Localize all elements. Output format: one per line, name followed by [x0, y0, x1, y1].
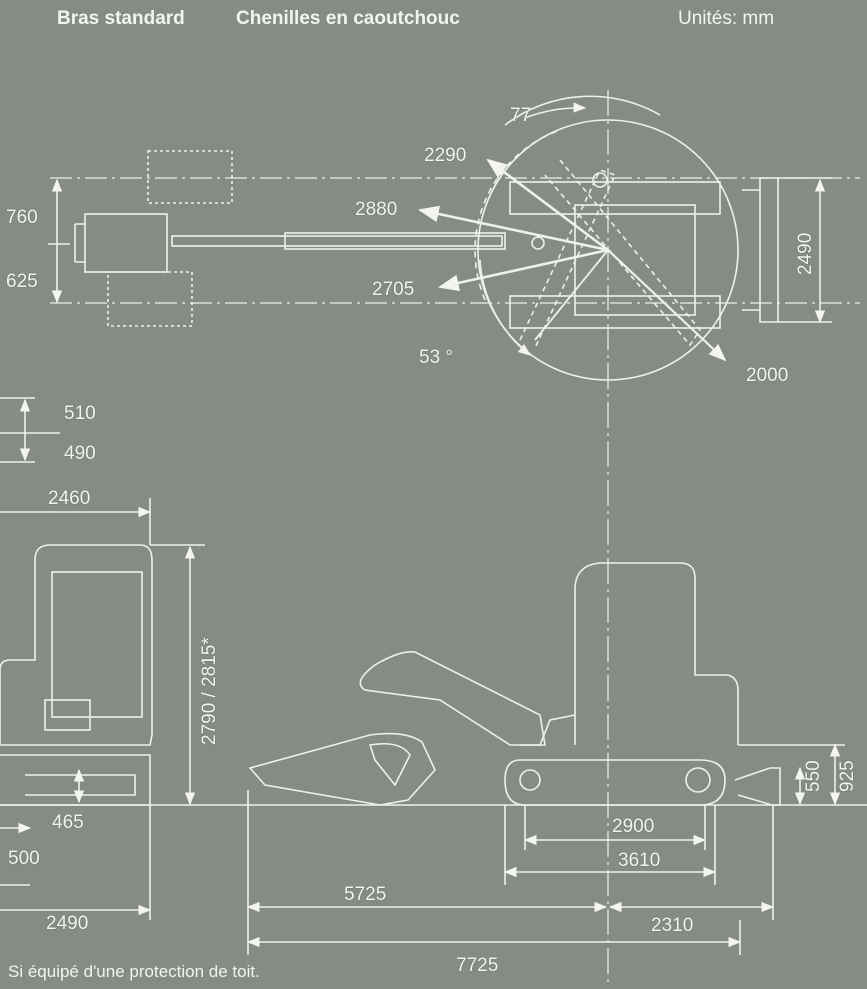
dim-5725: 5725	[344, 884, 387, 905]
dim-2900: 2900	[612, 816, 655, 837]
dim-490: 490	[64, 443, 96, 464]
dim-550: 550	[803, 760, 824, 792]
dim-3610: 3610	[618, 850, 661, 871]
dim-500: 500	[8, 848, 40, 869]
dim-2490-bottom: 2490	[46, 913, 89, 934]
view-title: Bras standard	[57, 8, 185, 29]
dim-465: 465	[52, 812, 84, 833]
angle-77: 77	[510, 105, 532, 126]
dim-760: 760	[6, 207, 38, 228]
dim-925: 925	[837, 760, 858, 792]
top-view	[48, 90, 860, 985]
dim-7725: 7725	[456, 955, 499, 976]
units-label: Unités: mm	[678, 8, 775, 29]
side-view	[246, 562, 845, 955]
dim-2290: 2290	[424, 145, 467, 166]
dim-2705: 2705	[372, 279, 415, 300]
dim-2310: 2310	[651, 915, 694, 936]
dim-height: 2790 / 2815*	[199, 637, 220, 745]
view-subtitle: Chenilles en caoutchouc	[236, 8, 460, 29]
front-view	[0, 397, 205, 920]
footnote: Si équipé d'une protection de toit.	[8, 962, 260, 981]
dim-510: 510	[64, 403, 96, 424]
dim-2880: 2880	[355, 199, 398, 220]
dim-2460: 2460	[48, 488, 91, 509]
dim-2000: 2000	[746, 365, 789, 386]
dim-625: 625	[6, 271, 38, 292]
dim-2490-top: 2490	[795, 232, 816, 275]
angle-53: 53 °	[419, 347, 454, 368]
